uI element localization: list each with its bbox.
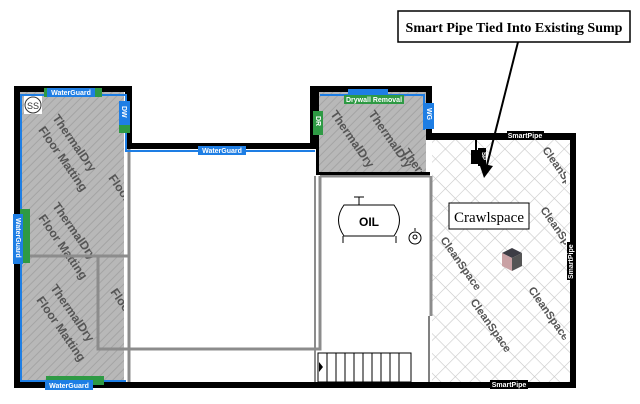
smartpipe-text: SmartPipe <box>508 133 543 140</box>
oil-tank <box>338 196 400 243</box>
svg-text:Crawlspace: Crawlspace <box>454 210 524 226</box>
svg-text:SS: SS <box>27 101 39 111</box>
waterguard-text: WaterGuard <box>202 148 242 155</box>
callout-box <box>397 10 631 43</box>
waterguard-text: WaterGuard <box>14 218 21 258</box>
waterguard-label-middle: WaterGuard <box>198 146 246 155</box>
crawlspace-label-box <box>448 202 530 230</box>
svg-text:WaterGuard: WaterGuard <box>49 383 89 390</box>
arrowhead-icon <box>479 163 493 178</box>
svg-text:Smart Pipe Tied Into Existing: Smart Pipe Tied Into Existing Sump <box>406 21 623 36</box>
waterguard-label-left-side: WaterGuard <box>13 209 30 264</box>
sump-pump-icon: SP <box>471 140 486 166</box>
crawlspace-label: Crawlspace <box>454 210 524 226</box>
dehumidifier-icon <box>502 248 522 271</box>
wg-label: WG <box>424 103 434 129</box>
water-heater-icon <box>408 228 422 245</box>
dr-label: DR <box>313 111 323 135</box>
drywall-removal-text: Drywall Removal <box>346 97 402 104</box>
oil-tank-label: OIL <box>359 215 379 229</box>
drywall-removal-label-upper: Drywall Removal <box>344 89 404 104</box>
waterguard-label-bottom: WaterGuard <box>45 376 104 390</box>
waterguard-text: WaterGuard <box>49 383 89 390</box>
stairs <box>317 352 412 383</box>
svg-text:WaterGuard: WaterGuard <box>51 90 91 97</box>
matting-area-upper <box>318 92 426 174</box>
svg-text:SmartPipe: SmartPipe <box>492 382 527 389</box>
svg-text:Drywall Removal: Drywall Removal <box>346 97 402 104</box>
smartpipe-text: SmartPipe <box>492 382 527 389</box>
waterguard-label: WaterGuard <box>51 90 91 97</box>
sump-pump-label: SP <box>480 152 486 160</box>
dr-text: DR <box>314 116 321 126</box>
svg-text:WG: WG <box>425 108 432 121</box>
smartpipe-label-top: SmartPipe <box>507 131 544 140</box>
sump-station-icon: SS <box>24 96 42 114</box>
interior-walls <box>22 148 433 384</box>
smartpipe-label-right: SmartPipe <box>567 242 576 280</box>
wg-text: WG <box>425 108 432 121</box>
svg-text:WaterGuard: WaterGuard <box>14 218 21 258</box>
dw-label: DW <box>119 101 130 133</box>
svg-text:SP: SP <box>480 152 486 160</box>
stairs-arrow-icon <box>319 362 323 372</box>
smartpipe-text: SmartPipe <box>568 244 575 279</box>
svg-text:SmartPipe: SmartPipe <box>508 133 543 140</box>
dw-text: DW <box>120 106 127 118</box>
svg-text:OIL: OIL <box>359 215 379 229</box>
matting-area-left <box>20 92 124 382</box>
svg-text:DR: DR <box>314 116 321 126</box>
sump-label: SS <box>27 101 39 111</box>
drywall-label-top-left: WaterGuard <box>44 88 102 97</box>
crawlspace-area <box>432 140 570 382</box>
svg-text:WaterGuard: WaterGuard <box>202 148 242 155</box>
smartpipe-label-bottom: SmartPipe <box>490 380 528 389</box>
callout-text: Smart Pipe Tied Into Existing Sump <box>406 21 623 36</box>
svg-text:SmartPipe: SmartPipe <box>568 244 575 279</box>
callout-arrow <box>486 41 519 166</box>
svg-text:DW: DW <box>120 106 127 118</box>
